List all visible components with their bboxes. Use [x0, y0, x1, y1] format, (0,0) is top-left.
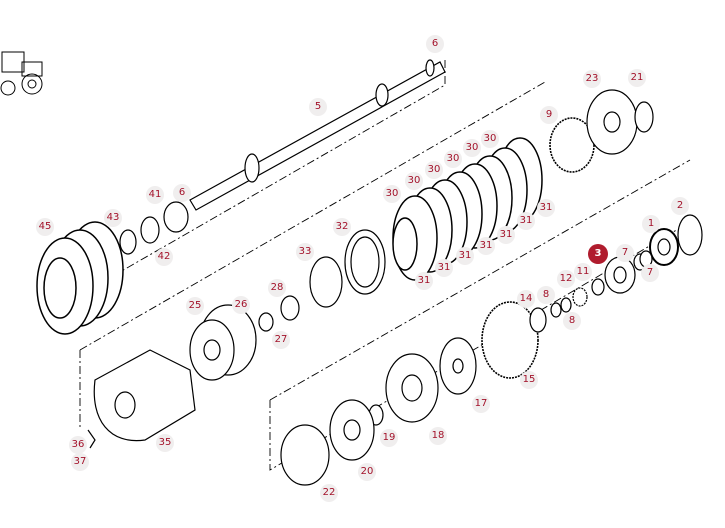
callout-part-6[interactable]: 6	[173, 184, 191, 202]
rings-bearings	[119, 89, 703, 486]
callout-part-7[interactable]: 7	[616, 244, 634, 262]
callout-part-21[interactable]: 21	[628, 69, 646, 87]
callout-part-33[interactable]: 33	[296, 243, 314, 261]
callout-part-11[interactable]: 11	[574, 263, 592, 281]
clutch-discs-30-31	[392, 137, 543, 281]
callout-part-14[interactable]: 14	[517, 290, 535, 308]
callout-part-8[interactable]: 8	[537, 286, 555, 304]
callout-part-35[interactable]: 35	[156, 434, 174, 452]
callout-part-30[interactable]: 30	[383, 185, 401, 203]
callout-part-19[interactable]: 19	[380, 429, 398, 447]
tractor-icon	[0, 51, 43, 96]
callout-part-28[interactable]: 28	[268, 279, 286, 297]
callout-part-31[interactable]: 31	[517, 212, 535, 230]
callout-part-30[interactable]: 30	[481, 130, 499, 148]
callout-part-31[interactable]: 31	[537, 199, 555, 217]
callout-part-27[interactable]: 27	[272, 331, 290, 349]
callout-part-3[interactable]: 3	[588, 244, 608, 264]
callout-part-42[interactable]: 42	[155, 248, 173, 266]
callout-part-25[interactable]: 25	[186, 297, 204, 315]
callout-part-45[interactable]: 45	[36, 218, 54, 236]
callout-part-9[interactable]: 9	[540, 106, 558, 124]
clutch-pack-45	[36, 221, 124, 335]
callout-part-22[interactable]: 22	[320, 484, 338, 502]
callout-part-31[interactable]: 31	[477, 237, 495, 255]
callout-part-18[interactable]: 18	[429, 427, 447, 445]
callout-part-41[interactable]: 41	[146, 186, 164, 204]
callout-part-30[interactable]: 30	[405, 172, 423, 190]
callout-part-30[interactable]: 30	[444, 150, 462, 168]
callout-part-6[interactable]: 6	[426, 35, 444, 53]
callout-part-31[interactable]: 31	[415, 272, 433, 290]
callout-part-43[interactable]: 43	[104, 209, 122, 227]
gears	[481, 117, 595, 379]
callout-part-15[interactable]: 15	[520, 371, 538, 389]
callout-part-37[interactable]: 37	[71, 453, 89, 471]
callout-part-12[interactable]: 12	[557, 270, 575, 288]
callout-part-17[interactable]: 17	[472, 395, 490, 413]
callout-part-1[interactable]: 1	[642, 215, 660, 233]
callout-part-36[interactable]: 36	[69, 436, 87, 454]
callout-part-8[interactable]: 8	[563, 312, 581, 330]
callout-part-5[interactable]: 5	[309, 98, 327, 116]
cover-35	[87, 349, 196, 449]
callout-part-20[interactable]: 20	[358, 463, 376, 481]
callout-part-2[interactable]: 2	[671, 197, 689, 215]
callout-part-7[interactable]: 7	[641, 264, 659, 282]
callout-part-30[interactable]: 30	[425, 161, 443, 179]
callout-part-30[interactable]: 30	[463, 139, 481, 157]
callout-part-31[interactable]: 31	[435, 259, 453, 277]
callout-part-31[interactable]: 31	[456, 247, 474, 265]
callout-part-32[interactable]: 32	[333, 218, 351, 236]
drum-25	[189, 304, 257, 381]
boundary-lines	[79, 60, 691, 471]
callout-part-23[interactable]: 23	[583, 70, 601, 88]
callout-part-31[interactable]: 31	[497, 226, 515, 244]
callout-part-26[interactable]: 26	[232, 296, 250, 314]
main-shaft	[189, 59, 446, 211]
